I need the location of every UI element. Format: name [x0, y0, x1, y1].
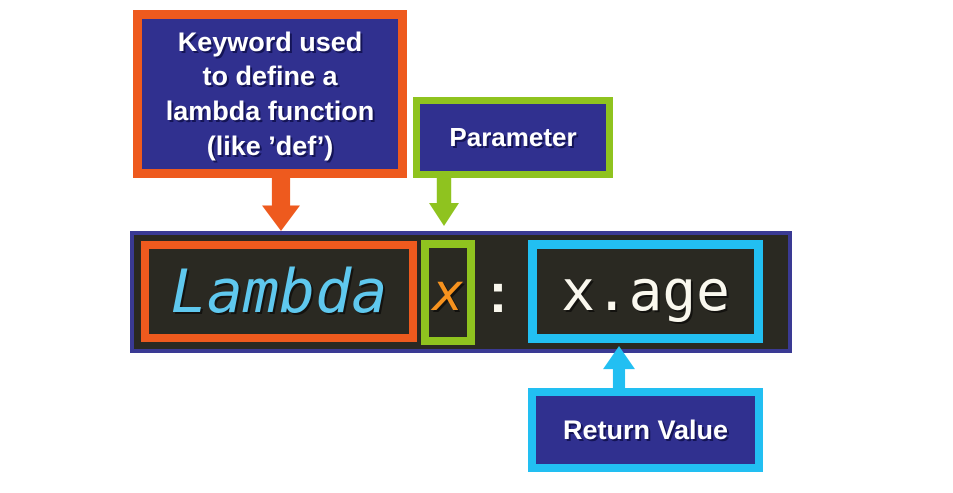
return-expression-text: x.age	[561, 259, 730, 324]
keyword-token-highlight: Lambda	[141, 241, 417, 342]
code-box: Lambda x : x.age	[130, 231, 792, 353]
parameter-text: x	[432, 262, 464, 323]
keyword-callout: Keyword used to define a lambda function…	[133, 10, 407, 178]
return-value-callout: Return Value	[528, 388, 763, 472]
lambda-keyword-text: Lambda	[170, 256, 388, 327]
parameter-token-highlight: x	[421, 240, 475, 345]
return-value-callout-text: Return Value	[562, 414, 729, 445]
colon-separator-text: :	[488, 260, 508, 324]
parameter-callout-text: Parameter	[449, 122, 577, 152]
return-token-highlight: x.age	[528, 240, 763, 343]
keyword-down-arrow-icon	[262, 178, 300, 231]
parameter-down-arrow-icon	[429, 178, 459, 226]
keyword-callout-text: Keyword used to define a lambda function…	[165, 26, 375, 161]
parameter-callout: Parameter	[413, 97, 613, 178]
